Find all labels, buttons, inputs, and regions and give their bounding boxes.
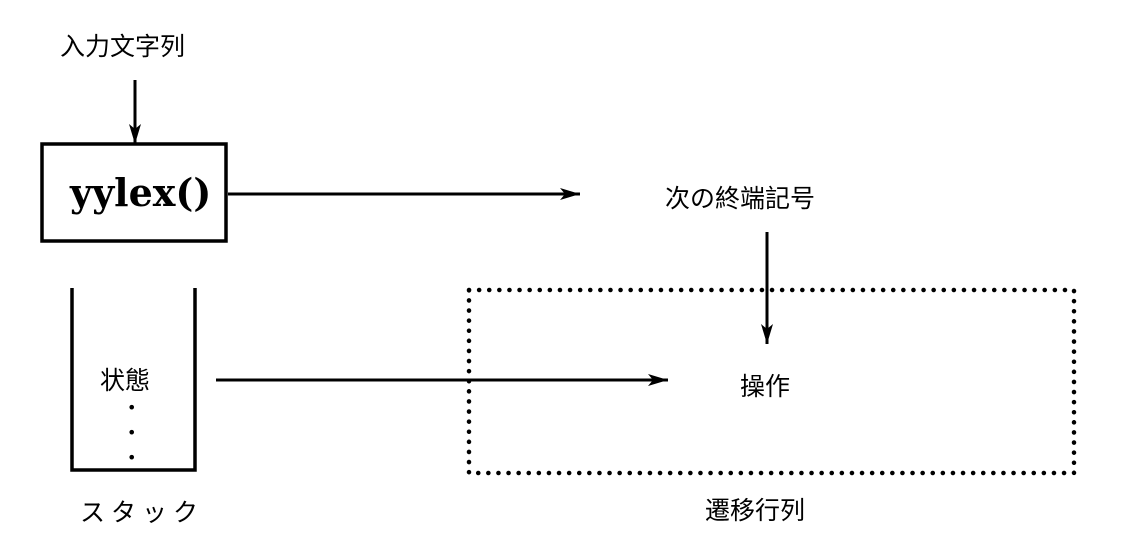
- stack-container: [70, 288, 197, 472]
- stack-ellipsis-1: •: [127, 398, 137, 417]
- lexer-label: yylex(): [70, 170, 212, 215]
- stack-ellipsis-2: •: [127, 423, 137, 442]
- stack-label: スタック: [80, 498, 205, 527]
- transition-matrix-label: 遷移行列: [705, 496, 806, 525]
- state-label: 状態: [100, 366, 151, 395]
- next-terminal-label: 次の終端記号: [665, 184, 816, 213]
- action-label: 操作: [740, 372, 791, 401]
- transition-matrix-box: [466, 287, 1077, 476]
- stack-ellipsis-3: •: [127, 448, 137, 467]
- lexer-box: [40, 142, 228, 243]
- input-string-label: 入力文字列: [60, 32, 186, 61]
